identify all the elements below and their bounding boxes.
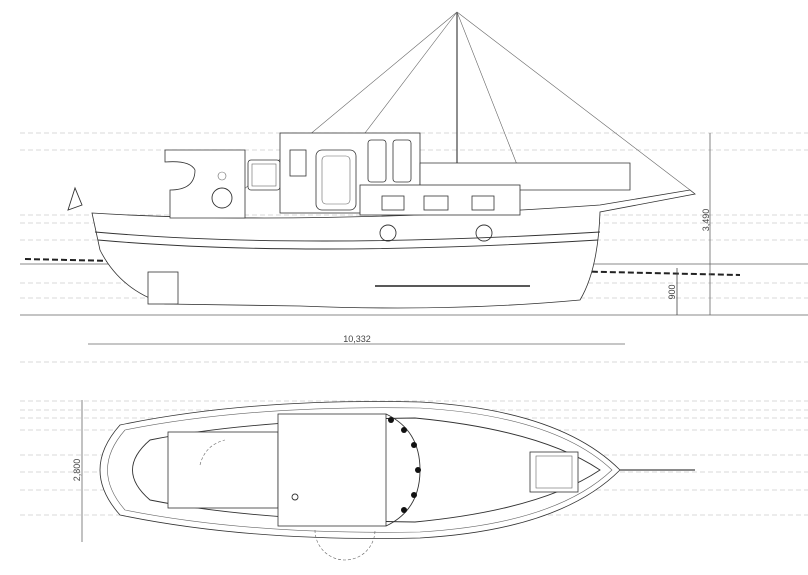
- plan-view-hull: [99, 401, 695, 561]
- rigging: [224, 11, 691, 206]
- length-dimension-label: 10,332: [343, 334, 371, 344]
- rudder: [147, 271, 179, 305]
- side-view-hull: [67, 132, 696, 309]
- plan-dimensions: 2,800: [72, 400, 83, 542]
- side-dimensions: 3,490 900 10,332: [88, 133, 711, 345]
- flag: [67, 186, 83, 211]
- beam-dimension-label: 2,800: [72, 459, 82, 482]
- height-dimension-label: 3,490: [701, 209, 711, 232]
- draft-dimension-label: 900: [667, 284, 677, 299]
